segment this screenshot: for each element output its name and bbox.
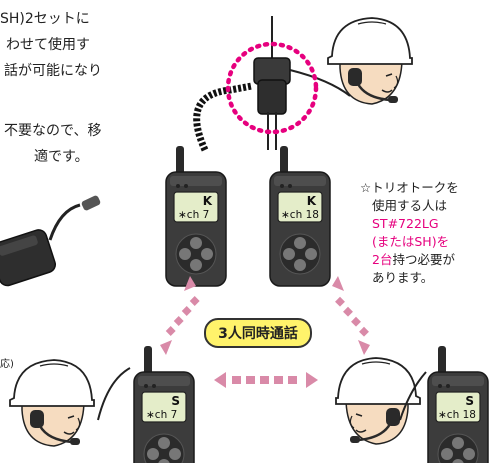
- radio-screen-top-right: K ∗ch 18: [281, 194, 319, 221]
- side-label: 応): [0, 359, 14, 370]
- note-line-6: あります。: [372, 270, 434, 285]
- intro-line-1: SH)2セットに: [0, 11, 90, 27]
- radio-channel: ∗ch 18: [281, 209, 319, 221]
- headset-adapter-icon: [193, 16, 351, 152]
- note-line-5-rest: 持つ必要が: [392, 252, 455, 267]
- intro-line-5: 適です。: [34, 149, 89, 165]
- trio-talk-note: ☆トリオトークを 使用する人は ST#722LG (またはSH)を 2台持つ必要…: [360, 179, 496, 287]
- radio-bottom-left-icon: [133, 345, 195, 463]
- radio-letter: S: [171, 394, 180, 408]
- intro-line-3: 話が可能になり: [4, 63, 102, 79]
- intro-line-2: わせて使用す: [6, 37, 90, 53]
- note-count: 2台: [372, 252, 393, 267]
- note-line-5: 2台持つ必要が: [360, 251, 496, 269]
- worker-helmet-icon: [326, 16, 414, 106]
- note-line-4: (またはSH)を: [372, 234, 450, 249]
- radio-bottom-right-icon: [427, 345, 489, 463]
- note-line-2: 使用する人は: [372, 198, 448, 213]
- radio-screen-top-left: K ∗ch 7: [178, 194, 213, 221]
- radio-channel: ∗ch 18: [438, 409, 476, 421]
- note-line-1: ☆トリオトークを: [360, 180, 459, 195]
- radio-letter: S: [465, 394, 474, 408]
- worker-helmet-bottom-left-icon: [8, 358, 96, 448]
- ac-adapter-icon: [0, 195, 101, 287]
- note-line-3: ST#722LG: [372, 216, 439, 231]
- simultaneous-call-badge: 3人同時通話: [204, 318, 312, 348]
- radio-channel: ∗ch 7: [146, 409, 177, 421]
- radio-screen-bottom-left: S ∗ch 7: [146, 394, 180, 421]
- radio-letter: K: [307, 194, 317, 208]
- double-arrow-icon: [160, 276, 370, 388]
- intro-line-4: 不要なので、移: [4, 123, 102, 139]
- radio-channel: ∗ch 7: [178, 209, 209, 221]
- radio-screen-bottom-right: S ∗ch 18: [438, 394, 476, 421]
- radio-letter: K: [203, 194, 213, 208]
